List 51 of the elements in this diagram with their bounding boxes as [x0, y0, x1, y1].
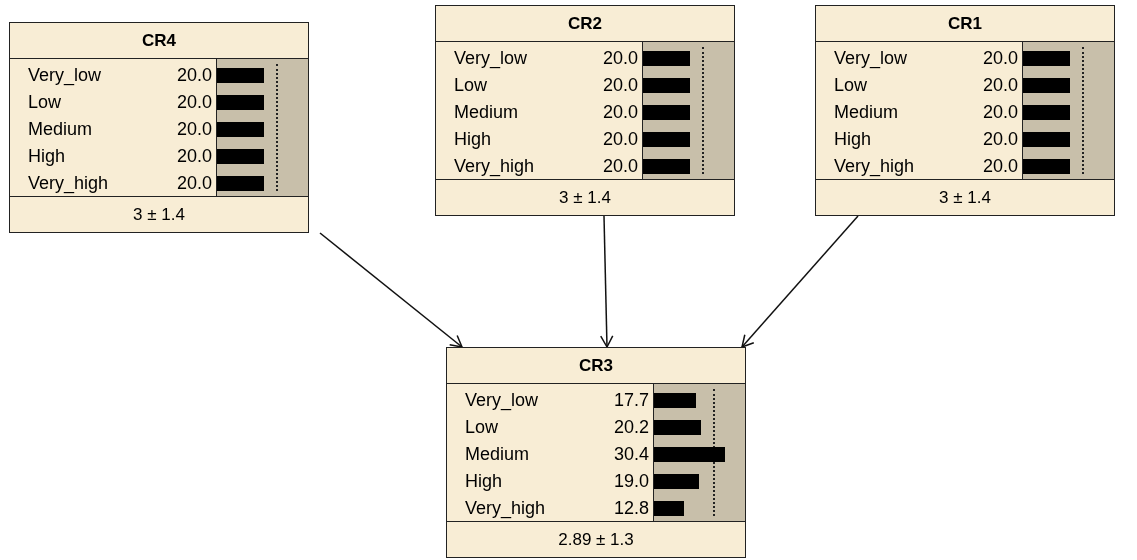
node-box: [9, 22, 309, 233]
state-label: Very_low: [465, 389, 539, 411]
state-label: Very_low: [454, 47, 528, 69]
state-label: Medium: [28, 118, 93, 140]
probability-value: 20.0: [175, 172, 212, 194]
state-label: Very_high: [28, 172, 109, 194]
arrow: [741, 215, 859, 348]
mean-value: 3 ± 1.4: [938, 187, 992, 209]
state-label: Very_low: [28, 64, 102, 86]
mean-value: 3 ± 1.4: [132, 204, 186, 226]
probability-value: 20.0: [981, 128, 1018, 150]
state-label: High: [834, 128, 872, 150]
mean-value: 3 ± 1.4: [558, 187, 612, 209]
state-label: High: [28, 145, 66, 167]
probability-value: 20.0: [175, 145, 212, 167]
probability-value: 20.0: [981, 47, 1018, 69]
state-label: High: [465, 470, 503, 492]
probability-value: 12.8: [612, 497, 649, 519]
state-label: Medium: [834, 101, 899, 123]
probability-value: 20.0: [981, 155, 1018, 177]
probability-value: 30.4: [612, 443, 649, 465]
state-label: Very_high: [465, 497, 546, 519]
state-label: Low: [465, 416, 499, 438]
arrow: [600, 215, 614, 348]
arrow: [319, 232, 463, 348]
node-box: [435, 5, 735, 216]
probability-value: 20.0: [601, 101, 638, 123]
probability-value: 20.0: [175, 91, 212, 113]
state-label: Very_high: [834, 155, 915, 177]
probability-value: 20.2: [612, 416, 649, 438]
state-label: Medium: [454, 101, 519, 123]
state-label: High: [454, 128, 492, 150]
state-label: Low: [28, 91, 62, 113]
state-label: Very_high: [454, 155, 535, 177]
probability-value: 20.0: [981, 101, 1018, 123]
probability-value: 19.0: [612, 470, 649, 492]
probability-value: 20.0: [601, 74, 638, 96]
node-box: [815, 5, 1115, 216]
state-label: Medium: [465, 443, 530, 465]
probability-value: 20.0: [601, 47, 638, 69]
probability-value: 20.0: [601, 155, 638, 177]
state-label: Very_low: [834, 47, 908, 69]
probability-value: 20.0: [175, 118, 212, 140]
state-label: Low: [454, 74, 488, 96]
node-box: [446, 347, 746, 558]
probability-value: 17.7: [612, 389, 649, 411]
probability-value: 20.0: [601, 128, 638, 150]
mean-value: 2.89 ± 1.3: [557, 529, 635, 551]
probability-value: 20.0: [175, 64, 212, 86]
probability-value: 20.0: [981, 74, 1018, 96]
state-label: Low: [834, 74, 868, 96]
